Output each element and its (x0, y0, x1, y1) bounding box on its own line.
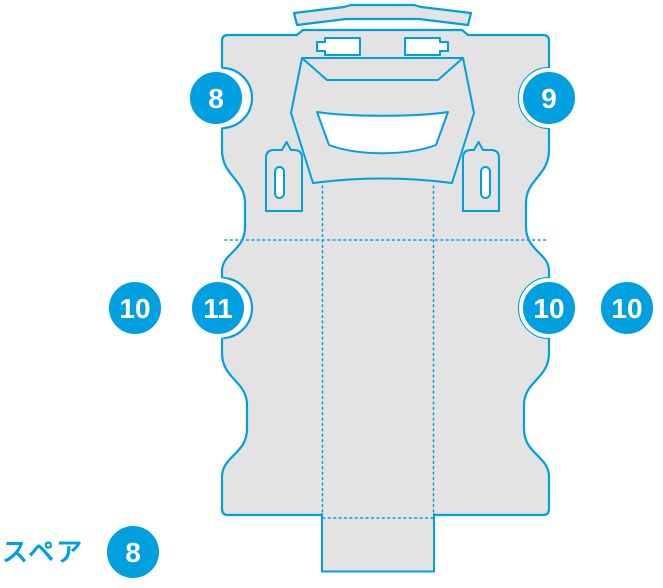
marker-label: 10 (611, 293, 642, 324)
marker-circle (105, 278, 165, 338)
marker-circle (103, 522, 163, 582)
flap-left (265, 141, 303, 212)
marker-circle (519, 278, 579, 338)
step-marker-11-left: 11 (188, 278, 248, 338)
slot-right (404, 37, 449, 56)
marker-circle (186, 68, 246, 128)
step-marker-10-left-outer: 10 (105, 278, 165, 338)
marker-label: 10 (119, 293, 150, 324)
flap-left-slot (274, 166, 285, 199)
step-marker-9-top-right: 9 (519, 68, 579, 128)
tail-strip-outline (321, 513, 435, 573)
part-top-strip (292, 3, 473, 27)
slot-left (316, 37, 361, 56)
step-marker-10-right: 10 (519, 278, 579, 338)
tail-strip-fill (321, 513, 435, 572)
marker-circle (519, 68, 579, 128)
marker-label: 9 (541, 83, 557, 114)
marker-circle (188, 278, 248, 338)
spare-label: スペア (2, 537, 84, 567)
marker-label: 11 (203, 293, 233, 324)
step-marker-8-spare: 8 (103, 522, 163, 582)
visor-fold-line (301, 57, 464, 81)
step-marker-10-right-outer: 10 (597, 278, 657, 338)
marker-label: 8 (125, 537, 141, 568)
flap-right (462, 141, 500, 212)
flap-right-slot (480, 166, 491, 199)
step-marker-8-top-left: 8 (186, 68, 246, 128)
part-body (220, 28, 551, 517)
marker-label: 10 (533, 293, 564, 324)
face-outline (290, 57, 475, 184)
marker-circle (597, 278, 657, 338)
mouth-cutout (316, 111, 449, 155)
marker-label: 8 (208, 83, 224, 114)
